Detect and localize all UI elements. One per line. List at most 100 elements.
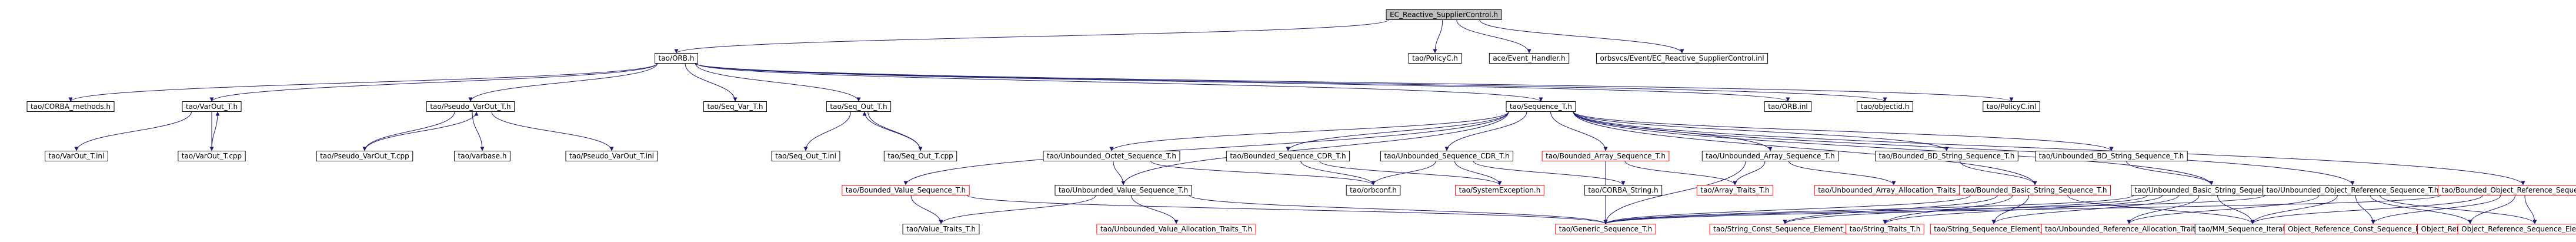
node-box [1455,185,1544,195]
node-pseudo-varout-h[interactable]: tao/Pseudo_VarOut_T.h [426,101,515,112]
node-seq-out-t-h[interactable]: tao/Seq_Out_T.h [826,101,892,112]
node-label: tao/Pseudo_VarOut_T.h [430,102,510,111]
edge [1603,195,2266,224]
node-varout-t-cpp[interactable]: tao/VarOut_T.cpp [178,151,246,161]
node-event-handler[interactable]: ace/Event_Handler.h [1489,53,1570,64]
node-box [1380,151,1514,161]
node-pseudo-varout-inl[interactable]: tao/Pseudo_VarOut_T.inl [565,151,658,161]
node-pseudo-varout-cpp[interactable]: tao/Pseudo_VarOut_T.cpp [316,151,413,161]
node-box [1857,101,1913,112]
node-box [1055,185,1192,195]
node-box [1096,224,1256,234]
node-bounded-array-seq[interactable]: tao/Bounded_Array_Sequence_T.h [1541,151,1670,161]
node-seq-var-t[interactable]: tao/Seq_Var_T.h [703,101,767,112]
node-bounded-basic-string[interactable]: tao/Bounded_Basic_String_Sequence_T.h [1959,185,2111,195]
edge [1991,195,2179,224]
edge-root-to-policyc-h [1433,19,1443,54]
node-orbconf[interactable]: tao/orbconf.h [1346,185,1401,195]
edge-sequence-t-to-bounded-object-ref [1573,111,2525,185]
edge [211,111,220,151]
node-box [1764,101,1812,112]
edge-bounded-basic-string-to-generic-seq [1603,195,1971,224]
edge [1189,195,1608,224]
node-unb-basic-string[interactable]: tao/Unbounded_Basic_String_Sequence_T.h [2131,185,2292,195]
node-box [1584,185,1663,195]
edge [2250,195,2483,224]
node-seq-out-t-cpp[interactable]: tao/Seq_Out_T.cpp [883,151,957,161]
edge [2127,195,2320,224]
node-corba-string[interactable]: tao/CORBA_String.h [1584,185,1663,195]
node-unb-array-alloc[interactable]: tao/Unbounded_Array_Allocation_Traits_T.… [1814,185,1974,195]
edge-orb-to-seq-var-t [685,63,738,102]
node-orb[interactable]: tao/ORB.h [655,53,698,64]
edge [1573,111,2355,185]
node-label: tao/Unbounded_Reference_Allocation_Trait… [2045,225,2213,233]
edge [1300,161,1376,185]
node-label: tao/Bounded_Sequence_CDR_T.h [1230,152,1346,160]
node-unb-array-seq[interactable]: tao/Unbounded_Array_Sequence_T.h [1701,151,1839,161]
node-label: tao/VarOut_T.cpp [182,152,242,160]
node-unb-ref-alloc[interactable]: tao/Unbounded_Reference_Allocation_Trait… [2041,224,2217,234]
node-label: tao/Seq_Out_T.h [830,102,887,111]
edge [1603,161,1746,224]
node-string-seq-elem[interactable]: tao/String_Sequence_Element_T.h [1930,224,2058,234]
edge [1456,19,1531,54]
node-string-const-elem[interactable]: tao/String_Const_Sequence_Element_T.h [1709,224,1861,234]
node-unb-bd-string[interactable]: tao/Unbounded_BD_String_Sequence_T.h [2035,151,2188,161]
node-seq-out-t-inl[interactable]: tao/Seq_Out_T.inl [771,151,840,161]
edge-seq-out-t-h-to-seq-out-t-cpp [867,111,923,151]
node-root[interactable]: EC_Reactive_SupplierControl.h [1386,9,1502,20]
node-label: tao/PolicyC.h [1412,54,1458,62]
edge-bounded-object-ref-to-objref-const-elem [2371,195,2501,224]
node-objref-seq-elem[interactable]: Object_Reference_Sequence_Element_T.h [2457,224,2576,234]
node-bounded-object-ref[interactable]: tao/Bounded_Object_Reference_Sequence_T.… [2438,185,2576,195]
node-policyc-h[interactable]: tao/PolicyC.h [1408,53,1462,64]
node-orb-inl[interactable]: tao/ORB.inl [1764,101,1812,112]
node-unb-seq-cdr[interactable]: tao/Unbounded_Sequence_CDR_T.h [1380,151,1514,161]
edge-bounded-seq-cdr-to-orbconf [1300,161,1376,185]
edge [364,111,479,151]
node-bounded-bd-string[interactable]: tao/Bounded_BD_String_Sequence_T.h [1875,151,2018,161]
node-unb-object-ref[interactable]: tao/Unbounded_Object_Reference_Sequence_… [2263,185,2442,195]
edge [2468,195,2515,224]
edge [2126,161,2214,185]
node-unb-value-seq[interactable]: tao/Unbounded_Value_Sequence_T.h [1055,185,1192,195]
edge-sequence-t-to-unb-bd-string [1573,111,2114,151]
node-bounded-value-seq[interactable]: tao/Bounded_Value_Sequence_T.h [842,185,970,195]
edge-unb-seq-cdr-to-orbconf [1371,161,1436,185]
node-generic-seq[interactable]: tao/Generic_Sequence_T.h [1555,224,1656,234]
edge [1788,161,1896,185]
node-policyc-inl[interactable]: tao/PolicyC.inl [1983,101,2040,112]
node-value-traits[interactable]: tao/Value_Traits_T.h [902,224,980,234]
node-varout-t-h[interactable]: tao/VarOut_T.h [182,101,242,112]
node-string-traits[interactable]: tao/String_Traits_T.h [1846,224,1924,234]
edge-sequence-t-to-unb-object-ref [1573,111,2355,185]
node-box [565,151,658,161]
edge-unb-object-ref-to-objref-traits [2370,195,2472,224]
node-system-exception[interactable]: tao/SystemException.h [1455,185,1544,195]
node-unb-value-alloc[interactable]: tao/Unbounded_Value_Allocation_Traits_T.… [1096,224,1256,234]
node-array-traits[interactable]: tao/Array_Traits_T.h [1696,185,1774,195]
node-bounded-seq-cdr[interactable]: tao/Bounded_Sequence_CDR_T.h [1226,151,1350,161]
edge [1479,19,1684,54]
node-box [2457,224,2576,234]
edge [1550,111,1608,151]
node-supplier-inl[interactable]: orbsvcs/Event/EC_Reactive_SupplierContro… [1596,53,1769,64]
node-corba-methods[interactable]: tao/CORBA_methods.h [26,101,115,112]
edge-bounded-object-ref-to-objref-seq-elem [2524,195,2537,224]
node-objectid[interactable]: tao/objectid.h [1857,101,1913,112]
node-box [1346,185,1401,195]
edge [1573,111,2525,185]
node-sequence-t[interactable]: tao/Sequence_T.h [1506,101,1576,112]
edge-bounded-value-seq-to-generic-seq [966,195,1608,224]
edge [1150,161,1376,185]
node-label: tao/Seq_Out_T.cpp [887,152,953,160]
node-mm-seq-iter[interactable]: tao/MM_Sequence_Iterator_T.h [2194,224,2311,234]
node-unb-octet-seq[interactable]: tao/Unbounded_Octet_Sequence_T.h [1043,151,1180,161]
edge [695,63,1887,102]
node-varbase[interactable]: tao/varbase.h [454,151,510,161]
node-varout-t-inl[interactable]: tao/VarOut_T.inl [45,151,108,161]
edge [1371,161,1436,185]
node-label: EC_Reactive_SupplierControl.h [1390,11,1498,19]
